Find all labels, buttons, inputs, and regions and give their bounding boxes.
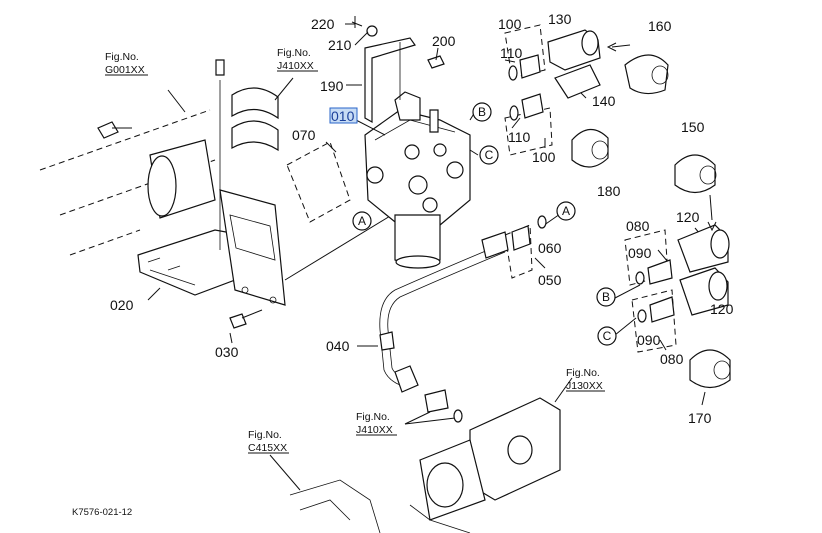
label-070[interactable]: 070 (292, 127, 316, 143)
label-220[interactable]: 220 (311, 16, 335, 32)
coupler-parts (508, 29, 731, 389)
hose-040 (379, 231, 509, 393)
pump (289, 389, 561, 533)
ref-b-valve: B (478, 105, 486, 119)
label-010[interactable]: 010 (331, 108, 355, 124)
label-020[interactable]: 020 (110, 297, 134, 313)
diagram-code: K7576-021-12 (72, 507, 132, 518)
figref-c415-title[interactable]: Fig.No. (248, 429, 282, 441)
label-090-top[interactable]: 090 (628, 245, 652, 261)
label-080-bottom[interactable]: 080 (660, 351, 684, 367)
label-110-top[interactable]: 110 (500, 45, 523, 61)
bracket-190 (351, 16, 445, 124)
label-040[interactable]: 040 (326, 338, 350, 354)
ref-b-coupler: B (602, 290, 610, 304)
label-120-top[interactable]: 120 (676, 209, 700, 225)
part-labels: 220 210 200 190 010 070 100 110 130 160 … (110, 11, 734, 426)
control-valve (364, 91, 471, 269)
figref-j410-top-title[interactable]: Fig.No. (277, 47, 311, 59)
selected-part-highlight (329, 107, 358, 124)
figref-j410-top-code[interactable]: J410XX (277, 60, 314, 72)
figref-j410-bottom-code[interactable]: J410XX (356, 424, 393, 436)
label-140[interactable]: 140 (592, 93, 616, 109)
frame-drawing (39, 59, 401, 329)
figref-g001-title[interactable]: Fig.No. (105, 51, 139, 63)
figref-j410-bottom-title[interactable]: Fig.No. (356, 411, 390, 423)
label-180[interactable]: 180 (597, 183, 621, 199)
label-110-bottom[interactable]: 110 (508, 129, 531, 145)
label-060[interactable]: 060 (538, 240, 562, 256)
label-160[interactable]: 160 (648, 18, 672, 34)
figref-c415-code[interactable]: C415XX (248, 442, 287, 454)
label-130[interactable]: 130 (548, 11, 572, 27)
label-170[interactable]: 170 (688, 410, 712, 426)
label-080-top[interactable]: 080 (626, 218, 650, 234)
label-100-bottom[interactable]: 100 (532, 149, 556, 165)
ref-a-coupler: A (562, 204, 570, 218)
label-090-bottom[interactable]: 090 (637, 332, 661, 348)
figref-j130-code[interactable]: J130XX (566, 380, 603, 392)
figure-references: Fig.No. G001XX Fig.No. J410XX Fig.No. J1… (105, 47, 605, 491)
label-100-top[interactable]: 100 (498, 16, 522, 32)
reference-letters: B C A A B C (352, 102, 617, 346)
label-150[interactable]: 150 (681, 119, 705, 135)
label-050[interactable]: 050 (538, 272, 562, 288)
ref-a-valve: A (358, 214, 366, 228)
label-120-bottom[interactable]: 120 (710, 301, 734, 317)
label-190[interactable]: 190 (320, 78, 344, 94)
figref-g001-code[interactable]: G001XX (105, 64, 145, 76)
ref-c-valve: C (485, 148, 494, 162)
label-030[interactable]: 030 (215, 344, 239, 360)
label-200[interactable]: 200 (432, 33, 456, 49)
figref-j130-title[interactable]: Fig.No. (566, 367, 600, 379)
ref-c-coupler: C (603, 329, 612, 343)
label-210[interactable]: 210 (328, 37, 352, 53)
